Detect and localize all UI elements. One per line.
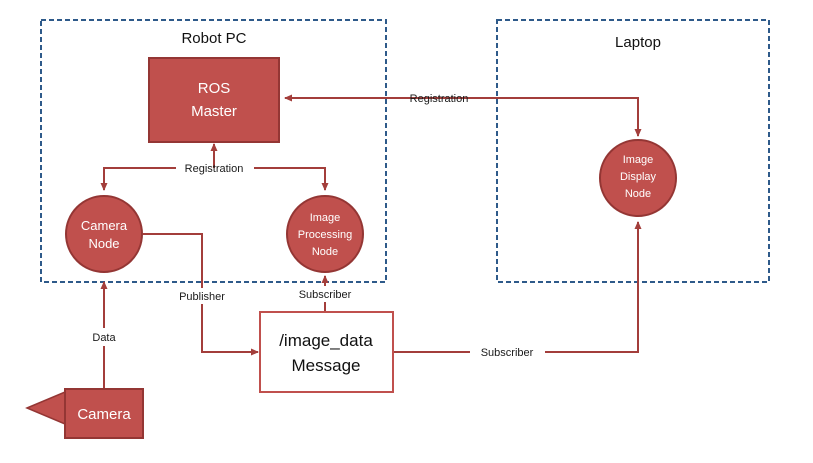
svg-text:Image: Image [310,212,341,224]
camera-lens-icon [25,390,66,426]
edge-subscriber-display-b [545,221,642,353]
svg-text:Image: Image [623,154,654,166]
svg-text:Display: Display [620,171,657,183]
label-registration-robot: Registration [185,163,244,175]
robot-pc-frame [40,19,387,283]
svg-text:Node: Node [88,236,119,251]
svg-text:/image_data: /image_data [279,331,373,350]
label-subscriber-display: Subscriber [481,347,534,359]
camera-device: Camera [25,388,144,439]
label-subscriber-processing: Subscriber [299,289,352,301]
image-display-node: Image Display Node [599,139,677,217]
svg-text:Node: Node [312,246,338,258]
svg-text:Message: Message [292,356,361,375]
svg-text:ROS: ROS [198,80,231,97]
svg-text:Camera: Camera [81,218,128,233]
label-publisher: Publisher [179,291,225,303]
edge-display-to-master-b [480,97,642,137]
image-processing-node: Image Processing Node [286,195,364,273]
image-data-message: /image_data Message [259,311,394,393]
svg-text:Processing: Processing [298,229,352,241]
laptop-title: Laptop [615,34,661,51]
label-data: Data [92,332,116,344]
label-registration-laptop: Registration [410,93,469,105]
edge-registration-to-camera-node [100,167,176,191]
svg-text:Master: Master [191,103,237,120]
edge-publisher-b [201,304,259,356]
edges [100,94,642,388]
svg-text:Node: Node [625,188,651,200]
ros-master-node: ROS Master [148,57,280,143]
edge-publisher [143,233,203,288]
svg-text:Camera: Camera [77,406,131,423]
edge-registration-to-processing-node [254,167,329,191]
robot-pc-title: Robot PC [181,30,246,47]
camera-node: Camera Node [65,195,143,273]
laptop-frame [496,19,770,283]
